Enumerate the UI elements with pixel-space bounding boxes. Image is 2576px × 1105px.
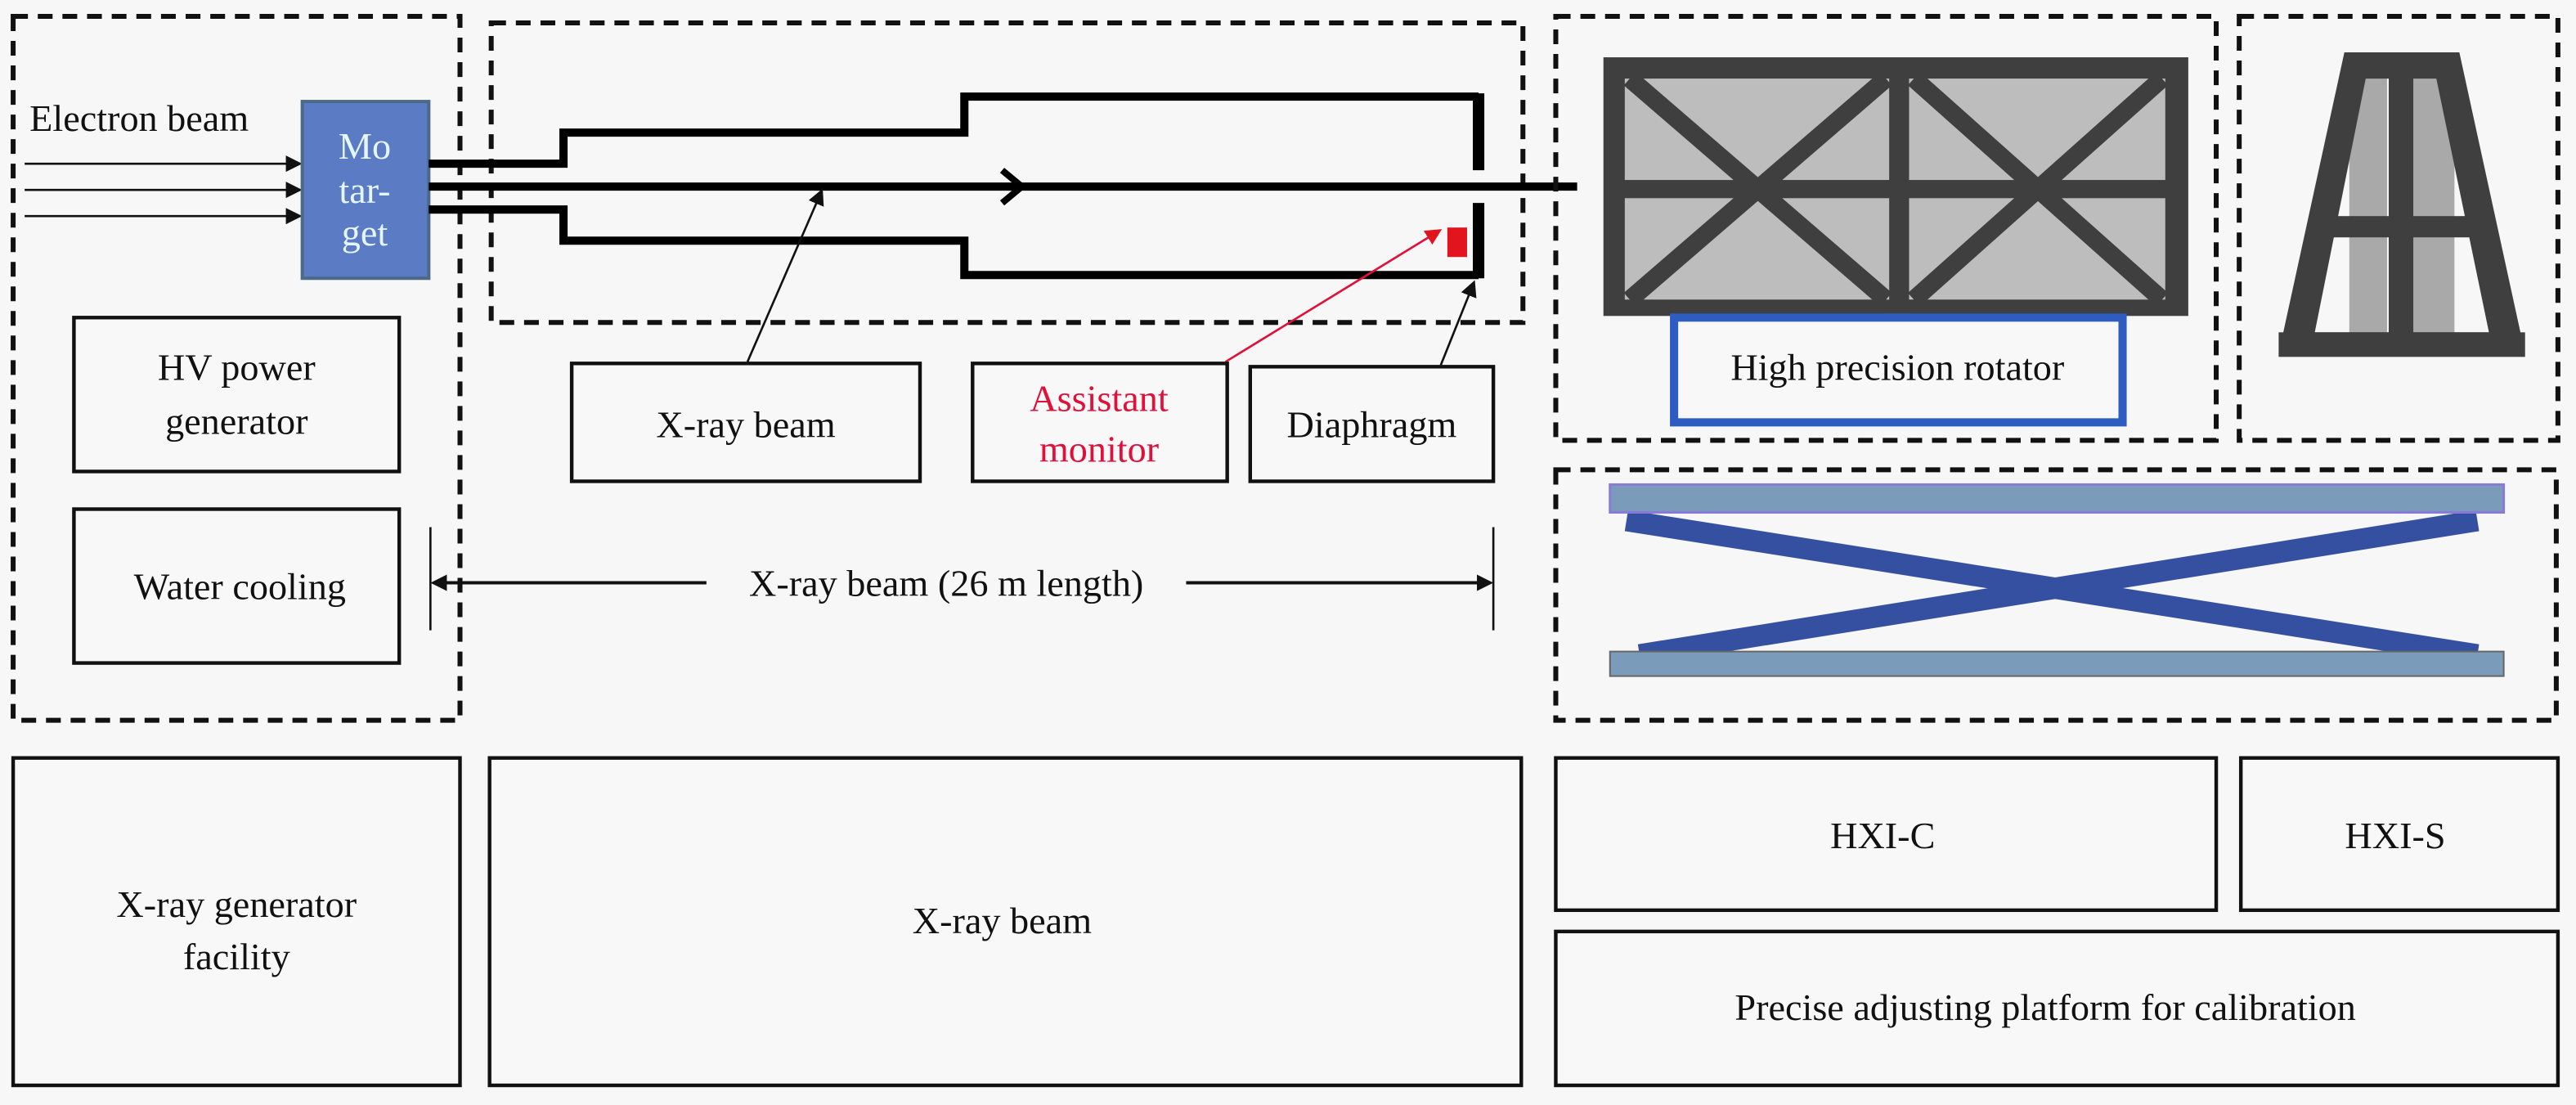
detector-frame-icon <box>1603 57 2188 317</box>
mo-target-label-line-1: Mo <box>339 125 391 167</box>
xray-beam-callout-box: X-ray beam <box>569 362 922 483</box>
hv-power-label-line-2: generator <box>165 400 307 442</box>
xray-generator-group: Electron beam Mo tar- get HV power gener… <box>11 14 463 723</box>
water-cooling-label: Water cooling <box>134 566 346 608</box>
electron-beam-arrows <box>25 155 303 225</box>
electron-beam-label: Electron beam <box>29 97 249 139</box>
xray-beam-section-label: X-ray beam <box>913 900 1092 941</box>
hxi-c-dashed-border <box>1553 14 2219 443</box>
scissor-lift-icon <box>1609 483 2506 677</box>
high-precision-rotator-box: High precision rotator <box>1670 313 2127 427</box>
hxi-c-group: High precision rotator <box>1553 14 2219 443</box>
generator-facility-box: X-ray generator facility <box>11 756 462 1088</box>
hxi-s-group <box>2237 14 2560 443</box>
assistant-monitor-label-line-2: monitor <box>1039 428 1159 469</box>
assistant-monitor-marker <box>1447 227 1467 258</box>
water-cooling-box: Water cooling <box>72 507 402 665</box>
xray-beam-leader-arrow <box>746 188 824 362</box>
beam-length-label: X-ray beam (26 m length) <box>749 563 1143 604</box>
hxi-s-box: HXI-S <box>2238 756 2560 913</box>
hxi-s-label: HXI-S <box>2345 815 2445 856</box>
diaphragm-leader-arrow <box>1439 280 1477 366</box>
platform-group <box>1553 467 2559 723</box>
generator-facility-label-line-1: X-ray generator <box>116 883 357 925</box>
generator-facility-label-line-2: facility <box>183 936 290 977</box>
platform-dashed-border <box>1553 467 2559 723</box>
hxi-s-dashed-border <box>2237 14 2560 443</box>
assistant-monitor-callout-box: Assistant monitor <box>971 362 1229 483</box>
beam-pipe-lower-wall <box>429 205 1479 280</box>
adjusting-platform-label: Precise adjusting platform for calibrati… <box>1735 986 2355 1028</box>
assistant-monitor-label-line-1: Assistant <box>1030 377 1169 419</box>
hv-power-generator-box: HV power generator <box>72 316 402 474</box>
mo-target-block <box>300 100 431 281</box>
hv-power-label-line-1: HV power <box>158 346 316 388</box>
hxi-c-label: HXI-C <box>1830 815 1935 856</box>
diaphragm-callout-box: Diaphragm <box>1248 365 1496 483</box>
diaphragm-callout-label: Diaphragm <box>1287 403 1457 445</box>
tapered-detector-icon <box>2278 52 2525 357</box>
xray-beam-group: X-ray beam Assistant monitor Diaphragm X… <box>429 20 1577 631</box>
beam-length-dimension: X-ray beam (26 m length) <box>429 527 1495 631</box>
mo-target: Mo tar- get <box>300 100 431 281</box>
generator-dashed-border <box>11 14 463 723</box>
beam-direction-chevron-icon <box>999 168 1027 206</box>
adjusting-platform-box: Precise adjusting platform for calibrati… <box>1554 929 2560 1088</box>
xray-beam-callout-label: X-ray beam <box>656 403 835 445</box>
beam-pipe-upper-wall <box>429 92 1479 168</box>
hxi-c-box: HXI-C <box>1554 756 2219 913</box>
mo-target-label-line-3: get <box>342 212 388 254</box>
mo-target-label-line-2: tar- <box>339 169 390 211</box>
bottom-legend-row: X-ray generator facility X-ray beam HXI-… <box>11 756 2560 1088</box>
assistant-monitor-leader-arrow <box>1224 229 1443 363</box>
rotator-label: High precision rotator <box>1730 346 2064 388</box>
beamline-dashed-border <box>488 20 1526 326</box>
xray-beam-section-box: X-ray beam <box>487 756 1524 1088</box>
